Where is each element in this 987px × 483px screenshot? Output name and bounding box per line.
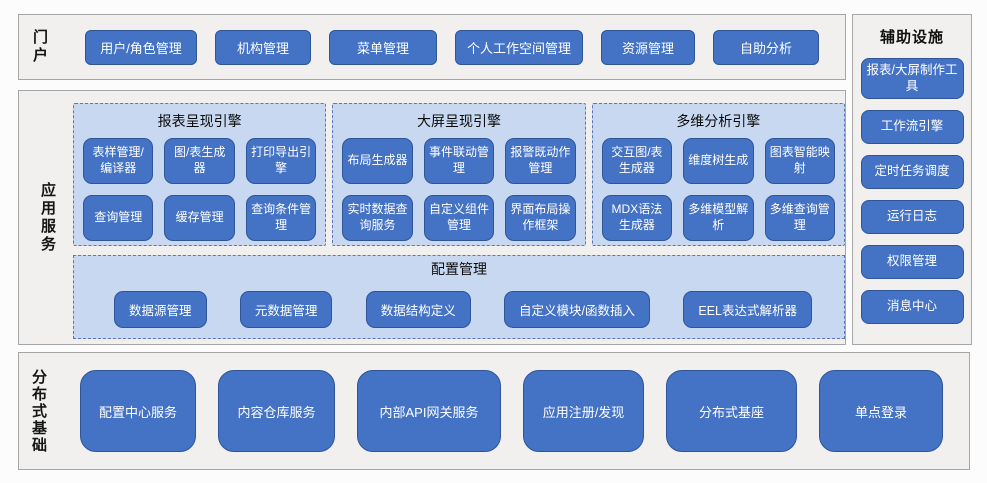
btn-smart-chart-mapping[interactable]: 图表智能映射 [764,138,835,184]
btn-datasource-mgmt[interactable]: 数据源管理 [114,291,207,328]
portal-section: 门户 用户/角色管理 机构管理 菜单管理 个人工作空间管理 资源管理 自助分析 [18,14,846,80]
portal-btn-workspace-mgmt[interactable]: 个人工作空间管理 [455,29,583,65]
btn-interactive-chart-generator[interactable]: 交互图/表生成器 [601,138,673,184]
panel-olap-engine-title: 多维分析引擎 [676,113,761,129]
auxiliary-facilities-section: 辅助设施 报表/大屏制作工具 工作流引擎 定时任务调度 运行日志 权限管理 消息… [852,14,972,345]
btn-realtime-data-query-service[interactable]: 实时数据查询服务 [342,195,413,241]
portal-btn-resource-mgmt[interactable]: 资源管理 [601,29,695,65]
btn-chart-table-generator[interactable]: 图/表生成器 [164,138,235,184]
portal-btn-self-service-analysis[interactable]: 自助分析 [713,29,819,65]
panel-config-mgmt-row: 数据源管理 元数据管理 数据结构定义 自定义模块/函数插入 EEL表达式解析器 [74,286,844,328]
btn-app-registration-discovery[interactable]: 应用注册/发现 [523,370,644,452]
app-services-section-label: 应用服务 [39,181,56,254]
btn-message-center[interactable]: 消息中心 [860,289,964,324]
btn-cache-mgmt[interactable]: 缓存管理 [164,195,235,241]
btn-ui-layout-framework[interactable]: 界面布局操作框架 [505,195,576,241]
panel-config-mgmt-title: 配置管理 [431,261,487,277]
btn-layout-generator[interactable]: 布局生成器 [342,138,413,184]
btn-custom-module-function-insert[interactable]: 自定义模块/函数插入 [504,291,651,328]
btn-style-mgmt-compiler[interactable]: 表样管理/编译器 [83,138,154,184]
btn-content-repository-service[interactable]: 内容仓库服务 [218,370,335,452]
panel-report-engine-title: 报表呈现引擎 [157,113,242,129]
btn-print-export-engine[interactable]: 打印导出引擎 [245,138,317,184]
btn-multidim-query-mgmt[interactable]: 多维查询管理 [764,195,835,241]
btn-single-sign-on[interactable]: 单点登录 [819,370,943,452]
portal-btn-user-role-mgmt[interactable]: 用户/角色管理 [85,29,197,65]
btn-custom-component-mgmt[interactable]: 自定义组件管理 [423,195,495,241]
btn-alarm-action-mgmt[interactable]: 报警既动作管理 [505,138,576,184]
auxiliary-facilities-title: 辅助设施 [879,29,944,46]
btn-run-log[interactable]: 运行日志 [860,199,964,234]
btn-query-mgmt[interactable]: 查询管理 [83,195,154,241]
btn-eel-expression-parser[interactable]: EEL表达式解析器 [683,291,812,328]
btn-query-condition-mgmt[interactable]: 查询条件管理 [245,195,317,241]
panel-config-mgmt: 配置管理 数据源管理 元数据管理 数据结构定义 自定义模块/函数插入 EEL表达… [73,255,845,339]
panel-report-engine-grid: 表样管理/编译器 图/表生成器 打印导出引擎 查询管理 缓存管理 查询条件管理 [83,138,317,241]
btn-config-center-service[interactable]: 配置中心服务 [80,370,196,452]
portal-btn-org-mgmt[interactable]: 机构管理 [215,29,311,65]
panel-bigscreen-engine-title: 大屏呈现引擎 [416,113,501,129]
btn-multidim-model-parsing[interactable]: 多维模型解析 [683,195,754,241]
btn-data-structure-definition[interactable]: 数据结构定义 [365,291,471,328]
btn-mdx-syntax-generator[interactable]: MDX语法生成器 [601,195,673,241]
panel-olap-engine: 多维分析引擎 交互图/表生成器 维度树生成 图表智能映射 MDX语法生成器 多维… [591,103,845,246]
engine-panels: 报表呈现引擎 表样管理/编译器 图/表生成器 打印导出引擎 查询管理 缓存管理 … [73,103,845,246]
btn-scheduled-task-scheduler[interactable]: 定时任务调度 [860,154,964,189]
portal-section-label: 门户 [31,29,48,65]
btn-workflow-engine[interactable]: 工作流引擎 [860,109,964,144]
btn-internal-api-gateway-service[interactable]: 内部API网关服务 [357,370,501,452]
panel-olap-engine-grid: 交互图/表生成器 维度树生成 图表智能映射 MDX语法生成器 多维模型解析 多维… [601,138,835,241]
btn-report-bigscreen-authoring-tool[interactable]: 报表/大屏制作工具 [860,58,964,99]
btn-metadata-mgmt[interactable]: 元数据管理 [239,291,333,328]
portal-btn-menu-mgmt[interactable]: 菜单管理 [329,29,437,65]
btn-permission-mgmt[interactable]: 权限管理 [860,244,964,279]
panel-bigscreen-engine-grid: 布局生成器 事件联动管理 报警既动作管理 实时数据查询服务 自定义组件管理 界面… [342,138,576,241]
distributed-foundation-section: 分布式基础 配置中心服务 内容仓库服务 内部API网关服务 应用注册/发现 分布… [18,352,970,470]
panel-report-engine: 报表呈现引擎 表样管理/编译器 图/表生成器 打印导出引擎 查询管理 缓存管理 … [73,103,327,246]
app-services-section: 应用服务 报表呈现引擎 表样管理/编译器 图/表生成器 打印导出引擎 查询管理 … [18,90,846,345]
auxiliary-button-column: 报表/大屏制作工具 工作流引擎 定时任务调度 运行日志 权限管理 消息中心 [853,48,971,324]
btn-event-linkage-mgmt[interactable]: 事件联动管理 [423,138,495,184]
distributed-button-row: 配置中心服务 内容仓库服务 内部API网关服务 应用注册/发现 分布式基座 单点… [46,370,969,452]
btn-dimension-tree-generation[interactable]: 维度树生成 [683,138,754,184]
portal-button-row: 用户/角色管理 机构管理 菜单管理 个人工作空间管理 资源管理 自助分析 [47,29,845,65]
btn-distributed-base[interactable]: 分布式基座 [666,370,797,452]
distributed-foundation-label: 分布式基础 [30,368,47,454]
panel-bigscreen-engine: 大屏呈现引擎 布局生成器 事件联动管理 报警既动作管理 实时数据查询服务 自定义… [332,103,586,246]
